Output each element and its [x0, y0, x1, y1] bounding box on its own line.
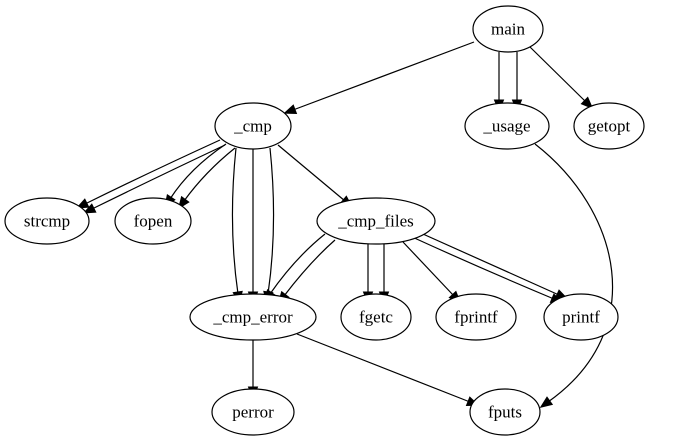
edge-line	[409, 235, 555, 300]
node-cmp-error-label: _cmp_error	[212, 308, 293, 327]
node-cmp-files: _cmp_files	[316, 197, 436, 245]
edge-cmp-to-cmperror	[231, 147, 243, 305]
edge-line	[283, 239, 336, 297]
node-cmp-files-shape	[316, 197, 436, 245]
edge-line	[91, 144, 226, 210]
edge-cmpfiles-to-printf	[413, 229, 569, 300]
edge-line	[413, 229, 560, 296]
edge-line	[183, 147, 236, 202]
edge-line	[269, 233, 326, 295]
arrowhead	[580, 96, 594, 110]
arrowhead	[82, 203, 97, 214]
node-strcmp: strcmp	[4, 197, 90, 245]
arrowhead	[539, 396, 554, 409]
edge-line	[277, 144, 346, 202]
edge-cmp-to-strcmp	[75, 139, 221, 209]
node-cmp: _cmp	[214, 102, 292, 150]
edge-cmp-to-fopen	[164, 143, 227, 208]
node-fopen: fopen	[114, 197, 192, 245]
edge-main-to-getopt	[529, 46, 594, 110]
node-cmp-error: _cmp_error	[189, 293, 317, 341]
node-cmp-shape	[214, 102, 292, 150]
node-main: main	[472, 5, 544, 53]
edge-cmperror-to-fputs	[296, 333, 480, 406]
node-fputs-shape	[469, 388, 541, 436]
node-getopt-shape	[573, 102, 645, 150]
edge-line	[529, 46, 587, 103]
node-fprintf: fprintf	[435, 293, 517, 341]
node-fgetc: fgetc	[340, 293, 412, 341]
edge-line	[169, 143, 227, 200]
node-usage-label: _usage	[482, 117, 530, 136]
node-main-shape	[472, 5, 544, 53]
edge-cmpfiles-to-cmperror	[264, 233, 326, 303]
node-usage-shape	[464, 102, 550, 150]
edge-usage-to-fputs	[534, 143, 613, 409]
nodes-layer: main _cmp _usage getopt strcmp fopen _cm…	[4, 5, 645, 436]
edge-cmp-to-cmperror	[247, 149, 259, 305]
edge-line	[296, 333, 471, 403]
node-cmp-files-label: _cmp_files	[337, 212, 414, 231]
node-fputs: fputs	[469, 388, 541, 436]
arrowhead	[75, 198, 90, 209]
node-strcmp-shape	[4, 197, 90, 245]
node-usage: _usage	[464, 102, 550, 150]
edge-main-to-usage	[511, 52, 523, 113]
edge-line	[402, 241, 455, 297]
edge-line	[231, 147, 239, 295]
node-perror-shape	[211, 388, 295, 436]
arrowhead	[283, 104, 298, 115]
node-fprintf-label: fprintf	[454, 308, 498, 327]
edge-cmpfiles-to-printf	[409, 235, 564, 303]
node-fprintf-shape	[435, 293, 517, 341]
node-main-label: main	[491, 20, 525, 39]
node-perror: perror	[211, 388, 295, 436]
edge-cmp-to-strcmp	[82, 144, 226, 214]
node-fputs-label: fputs	[488, 403, 522, 422]
edge-line	[267, 147, 275, 295]
node-fopen-label: fopen	[134, 212, 173, 231]
node-fopen-shape	[114, 197, 192, 245]
edge-line	[292, 41, 475, 111]
edge-cmp-to-fopen	[177, 147, 236, 210]
edge-cmp-to-cmperror	[263, 147, 275, 305]
node-printf-shape	[543, 293, 619, 341]
node-printf-label: printf	[562, 308, 600, 327]
node-printf: printf	[543, 293, 619, 341]
edge-main-to-cmp	[283, 41, 475, 115]
node-strcmp-label: strcmp	[24, 212, 70, 231]
edge-line	[84, 139, 221, 205]
node-fgetc-label: fgetc	[359, 308, 393, 327]
edge-cmpfiles-to-fprintf	[402, 241, 462, 304]
node-cmp-error-shape	[189, 293, 317, 341]
node-getopt: getopt	[573, 102, 645, 150]
edge-cmp-to-cmpfiles	[277, 144, 353, 208]
edge-line	[534, 143, 613, 403]
edge-main-to-usage	[493, 52, 505, 113]
node-fgetc-shape	[340, 293, 412, 341]
node-perror-label: perror	[232, 403, 274, 422]
node-cmp-label: _cmp	[233, 117, 272, 136]
node-getopt-label: getopt	[588, 117, 631, 136]
